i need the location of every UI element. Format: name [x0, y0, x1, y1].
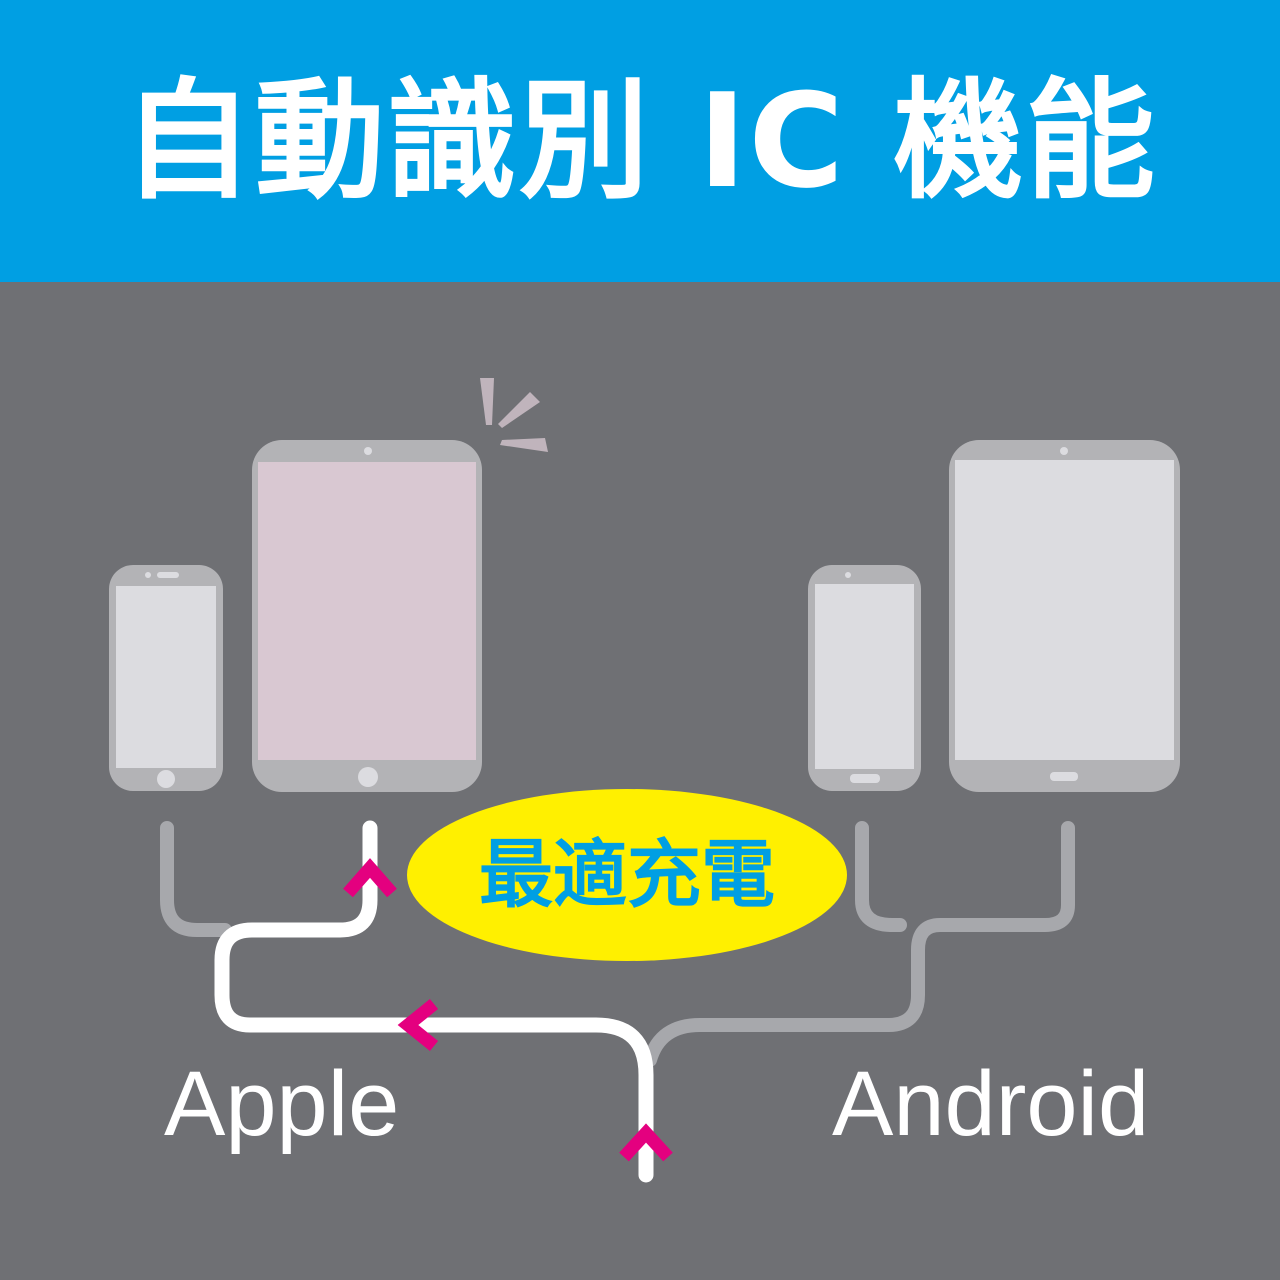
android-tablet-icon: [949, 440, 1180, 792]
cable-iphone: [160, 821, 232, 937]
arrow-up-source-icon: [619, 1123, 673, 1162]
cable-android-phone: [855, 821, 907, 932]
cable-android-tablet: [643, 821, 1075, 1067]
title-banner: 自動識別 IC 機能: [0, 0, 1280, 282]
label-apple: Apple: [164, 1053, 400, 1155]
arrow-up-icon: [343, 858, 397, 898]
apple-iphone-icon: [109, 565, 223, 791]
charging-indicator-icon: [480, 378, 548, 452]
badge-label: 最適充電: [479, 832, 775, 918]
page-title: 自動識別 IC 機能: [122, 65, 1158, 217]
android-phone-icon: [808, 565, 921, 791]
apple-ipad-icon: [252, 440, 482, 792]
optimal-charging-badge: 最適充電: [407, 789, 847, 961]
arrow-left-icon: [397, 998, 439, 1052]
label-android: Android: [832, 1053, 1150, 1155]
cable-active-ipad: [214, 820, 654, 1183]
